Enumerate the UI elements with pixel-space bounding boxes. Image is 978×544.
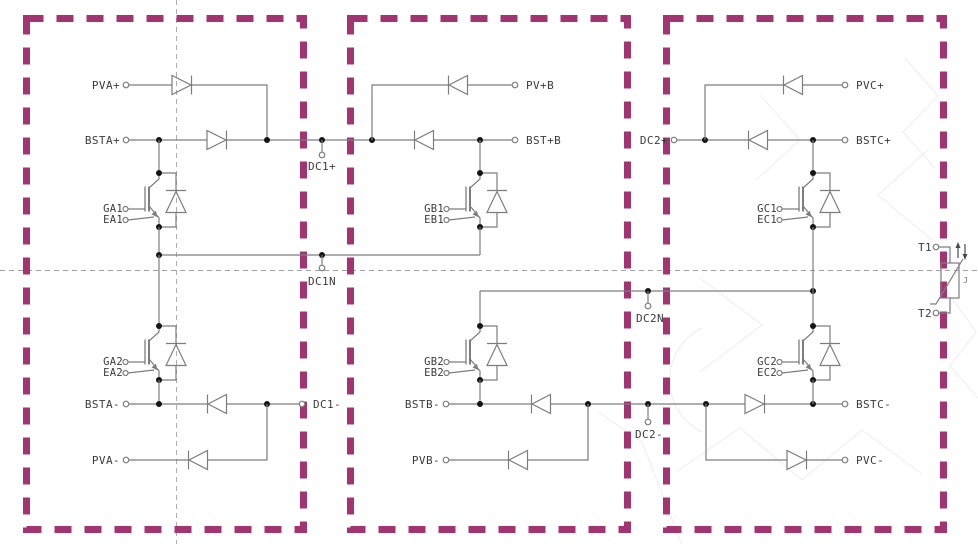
label-gc1: GC1 bbox=[757, 203, 777, 215]
up-arrow-icon bbox=[955, 242, 961, 248]
terminal-dc1-minus bbox=[298, 400, 306, 408]
label-ec2: EC2 bbox=[757, 367, 777, 379]
terminal-bstc-minus bbox=[841, 400, 849, 408]
label-pvc-plus: PVC+ bbox=[856, 79, 884, 92]
terminal-bstc-plus bbox=[841, 136, 849, 144]
diode-pvb-plus bbox=[447, 74, 469, 96]
label-dc1-minus: DC1- bbox=[313, 398, 341, 411]
label-pvc-minus: PVC- bbox=[856, 454, 884, 467]
label-dc1n: DC1N bbox=[308, 275, 336, 288]
label-ea1: EA1 bbox=[103, 214, 123, 226]
diode-pva-plus bbox=[171, 74, 193, 96]
label-bsta-minus: BSTA- bbox=[85, 398, 120, 411]
label-ea2: EA2 bbox=[103, 367, 123, 379]
phase-a-module: PVA+ BSTA+ DC1+ GA1 EA1 DC1N GA2 EA2 bbox=[85, 74, 512, 471]
label-gb1: GB1 bbox=[424, 203, 444, 215]
terminal-pva-minus bbox=[122, 456, 130, 464]
terminal-dc1-plus bbox=[318, 151, 326, 159]
igbt-gb1 bbox=[443, 169, 508, 231]
thermistor-mark: J bbox=[963, 276, 968, 285]
diode-pva-minus bbox=[187, 449, 209, 471]
igbt-gc2 bbox=[776, 322, 841, 384]
label-dc2-minus: DC2- bbox=[635, 428, 663, 441]
terminal-pvc-plus bbox=[841, 81, 849, 89]
terminal-dc2-plus bbox=[670, 136, 678, 144]
label-eb1: EB1 bbox=[424, 214, 444, 226]
terminal-bstb-minus bbox=[442, 400, 450, 408]
terminal-bstb-plus bbox=[511, 136, 519, 144]
terminal-t1 bbox=[932, 243, 940, 251]
label-bstc-plus: BSTC+ bbox=[856, 134, 891, 147]
diode-bstb-minus bbox=[530, 393, 552, 415]
label-t2: T2 bbox=[918, 307, 932, 320]
diode-pvb-minus bbox=[507, 449, 529, 471]
terminal-bsta-plus bbox=[122, 136, 130, 144]
label-dc2n: DC2N bbox=[636, 312, 664, 325]
diode-bstb-plus bbox=[413, 129, 435, 151]
diode-bsta-minus bbox=[206, 393, 228, 415]
phase-a-frame bbox=[23, 15, 307, 533]
diode-bsta-plus bbox=[206, 129, 228, 151]
diode-pvc-minus bbox=[786, 449, 808, 471]
diode-bstc-minus bbox=[744, 393, 766, 415]
label-pva-minus: PVA- bbox=[92, 454, 120, 467]
terminal-dc2n bbox=[644, 302, 652, 310]
terminal-pvb-plus bbox=[511, 81, 519, 89]
label-pvb-plus: PV+B bbox=[526, 79, 554, 92]
label-bstb-plus: BST+B bbox=[526, 134, 561, 147]
label-bstb-minus: BSTB- bbox=[405, 398, 440, 411]
diode-pvc-plus bbox=[782, 74, 804, 96]
background-watermark bbox=[597, 57, 978, 544]
label-dc1-plus: DC1+ bbox=[308, 160, 336, 173]
label-bsta-plus: BSTA+ bbox=[85, 134, 120, 147]
phase-c-frame bbox=[663, 15, 947, 533]
label-eb2: EB2 bbox=[424, 367, 444, 379]
terminal-pvb-minus bbox=[442, 456, 450, 464]
phase-b-module: PV+B BST+B GB1 EB1 DC2N GB2 EB2 BSTB- bbox=[371, 74, 842, 471]
terminal-dc2-minus bbox=[644, 418, 652, 426]
terminal-t2 bbox=[932, 309, 940, 317]
label-bstc-minus: BSTC- bbox=[856, 398, 891, 411]
down-arrow-icon bbox=[962, 254, 968, 260]
label-ga2: GA2 bbox=[103, 356, 123, 368]
label-dc2-plus: DC2+ bbox=[640, 134, 668, 147]
igbt-gc1 bbox=[776, 169, 841, 231]
terminal-pvc-minus bbox=[841, 456, 849, 464]
label-pva-plus: PVA+ bbox=[92, 79, 120, 92]
phase-c-module: DC2+ BSTC+ PVC+ GC1 EC1 GC2 EC2 BSTC- PV… bbox=[640, 74, 891, 471]
label-ga1: GA1 bbox=[103, 203, 123, 215]
terminal-dc1n bbox=[318, 264, 326, 272]
terminal-pva-plus bbox=[122, 81, 130, 89]
label-gc2: GC2 bbox=[757, 356, 777, 368]
label-pvb-minus: PVB- bbox=[412, 454, 440, 467]
label-t1: T1 bbox=[918, 241, 932, 254]
label-gb2: GB2 bbox=[424, 356, 444, 368]
terminal-bsta-minus bbox=[122, 400, 130, 408]
diode-bstc-plus bbox=[747, 129, 769, 151]
thermistor: T1 J T2 bbox=[918, 241, 968, 320]
module-frames bbox=[23, 15, 947, 533]
phase-b-frame bbox=[347, 15, 631, 533]
label-ec1: EC1 bbox=[757, 214, 777, 226]
igbt-gb2 bbox=[443, 322, 508, 384]
